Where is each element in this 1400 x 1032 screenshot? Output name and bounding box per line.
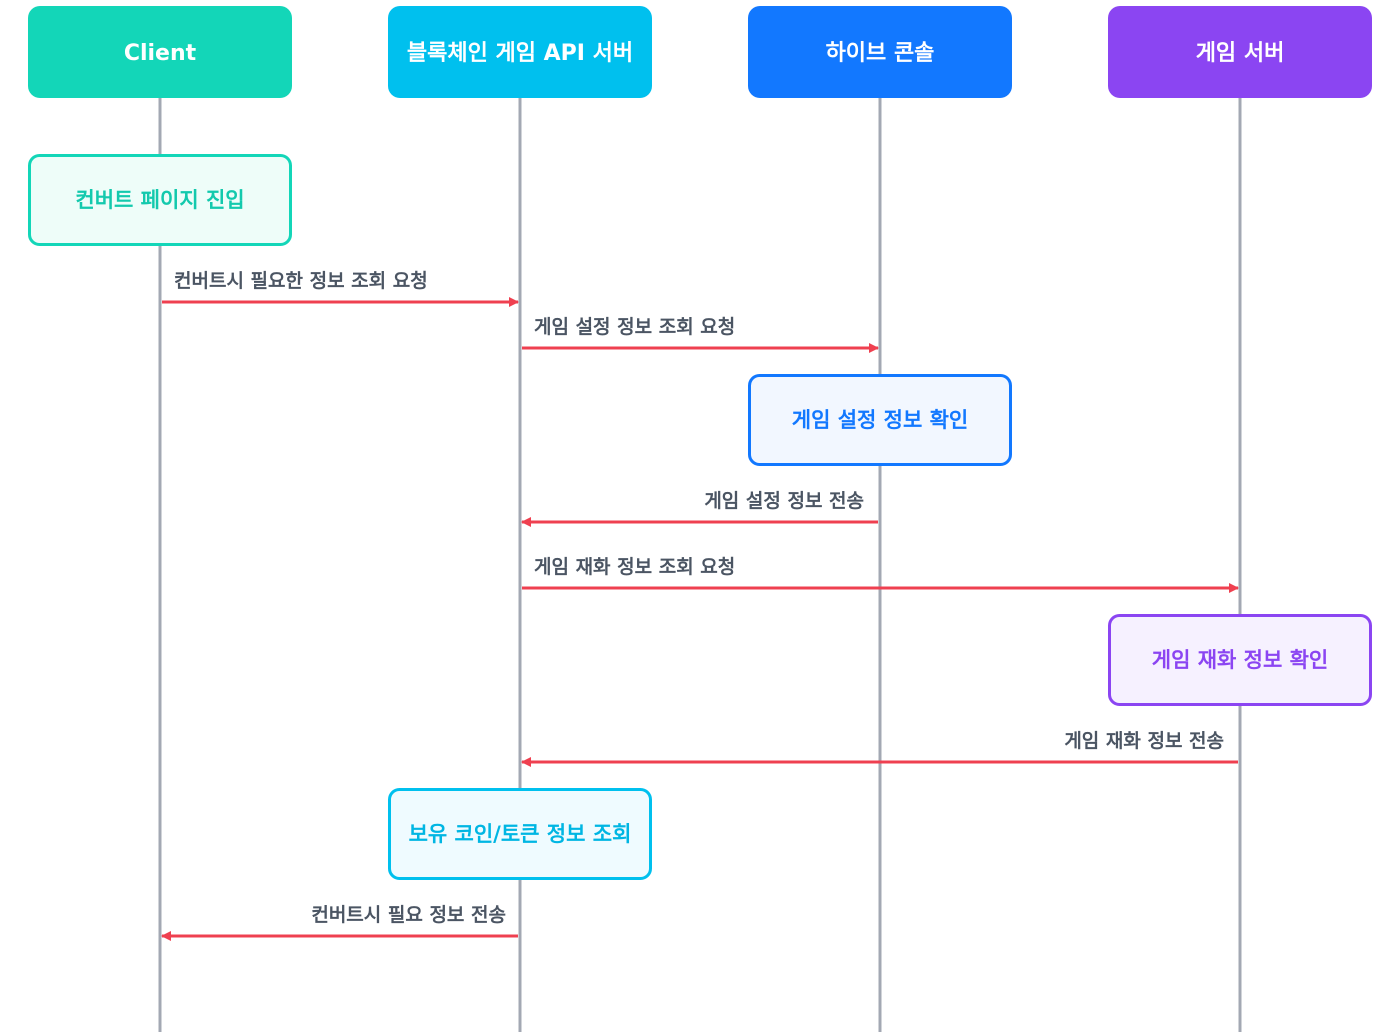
message-game-settings-response: 게임 설정 정보 전송 [521, 490, 878, 527]
message-label: 컨버트시 필요 정보 전송 [311, 904, 506, 926]
message-game-settings-request: 게임 설정 정보 조회 요청 [522, 316, 879, 353]
note-game-currency-check: 게임 재화 정보 확인 [1108, 614, 1372, 706]
message-game-currency-request: 게임 재화 정보 조회 요청 [522, 556, 1239, 593]
message-label: 게임 설정 정보 조회 요청 [534, 316, 735, 338]
actor-label: 하이브 콘솔 [826, 41, 935, 66]
message-game-currency-response: 게임 재화 정보 전송 [521, 730, 1238, 767]
note-game-settings-check: 게임 설정 정보 확인 [748, 374, 1012, 466]
actor-box [388, 6, 652, 98]
actor-game: 게임 서버 [1108, 6, 1372, 98]
actor-label: Client [124, 41, 197, 66]
actor-box [748, 6, 1012, 98]
note-box [388, 788, 652, 880]
actor-label: 블록체인 게임 API 서버 [407, 41, 633, 66]
actor-api: 블록체인 게임 API 서버 [388, 6, 652, 98]
note-label: 보유 코인/토큰 정보 조회 [409, 822, 632, 846]
message-label: 게임 재화 정보 전송 [1064, 730, 1224, 752]
actor-client: Client [28, 6, 292, 98]
note-owned-coin-token-lookup: 보유 코인/토큰 정보 조회 [388, 788, 652, 880]
message-label: 게임 설정 정보 전송 [704, 490, 864, 512]
note-box [748, 374, 1012, 466]
note-label: 게임 재화 정보 확인 [1152, 648, 1329, 672]
actor-box [28, 6, 292, 98]
note-convert-page-entry: 컨버트 페이지 진입 [28, 154, 292, 246]
note-label: 게임 설정 정보 확인 [792, 408, 969, 432]
message-convert-info-response: 컨버트시 필요 정보 전송 [161, 904, 518, 941]
note-box [1108, 614, 1372, 706]
actor-box [1108, 6, 1372, 98]
note-box [28, 154, 292, 246]
actor-hive: 하이브 콘솔 [748, 6, 1012, 98]
actor-label: 게임 서버 [1196, 41, 1285, 66]
message-label: 컨버트시 필요한 정보 조회 요청 [174, 270, 428, 292]
message-label: 게임 재화 정보 조회 요청 [534, 556, 735, 578]
note-label: 컨버트 페이지 진입 [75, 188, 244, 212]
message-convert-info-request: 컨버트시 필요한 정보 조회 요청 [162, 270, 519, 307]
